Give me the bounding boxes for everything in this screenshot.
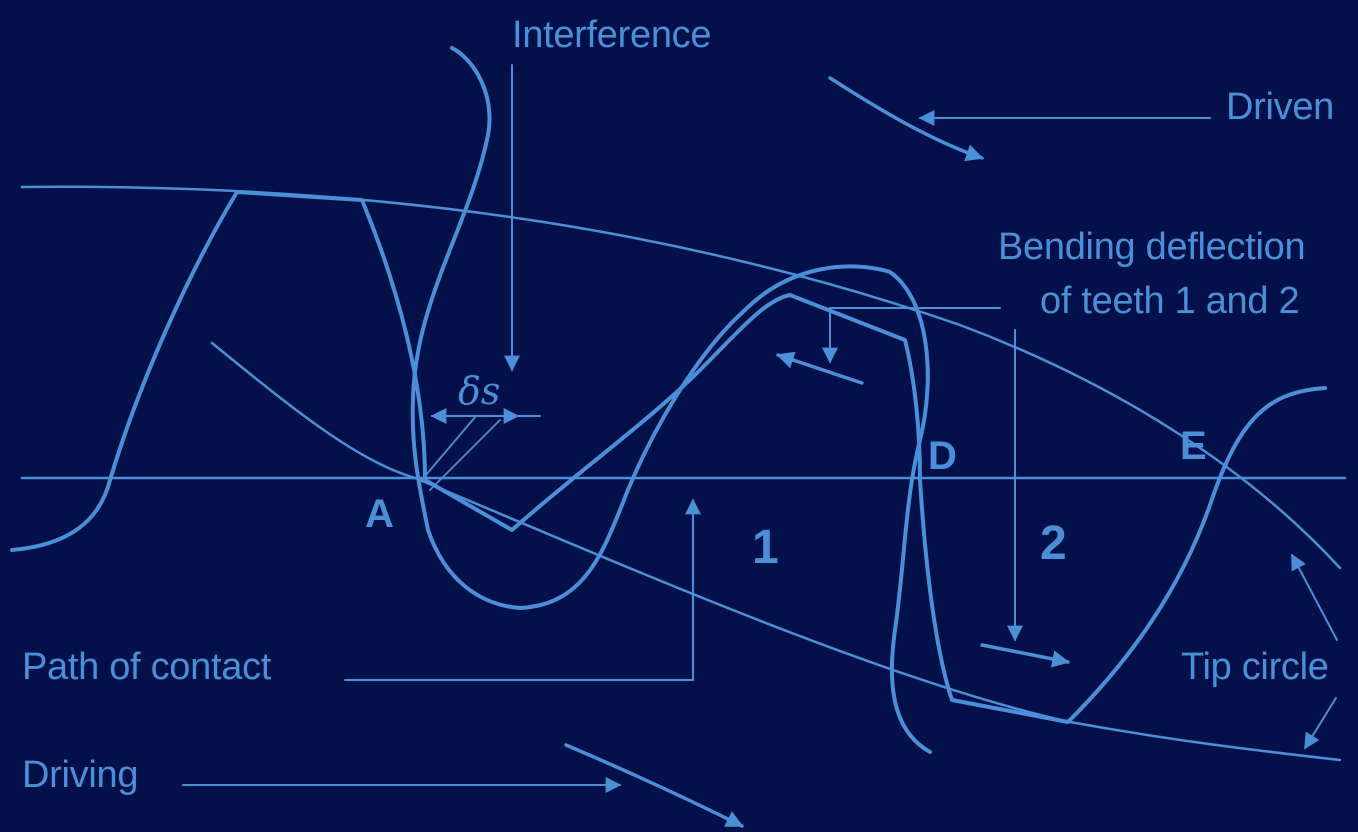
driven-label: Driven: [1226, 86, 1335, 128]
tooth-1-deflection-arrow: [776, 351, 864, 385]
point-e-label: E: [1180, 424, 1207, 468]
delta-s-extension-1: [419, 415, 477, 483]
driving-rotation-arrow: [564, 743, 744, 828]
bending-deflection-label-line1: Bending deflection: [998, 226, 1306, 268]
tip-circle-label: Tip circle: [1181, 646, 1329, 688]
driven-gear-profile: [10, 190, 1327, 724]
driving-gear-profile: [410, 46, 932, 754]
point-a-label: A: [365, 492, 394, 536]
path-of-contact-label: Path of contact: [22, 646, 271, 688]
point-d-label: D: [928, 434, 957, 478]
driving-label: Driving: [22, 754, 139, 796]
driving-tip-circle: [210, 341, 1342, 762]
driven-rotation-arrow: [828, 76, 984, 162]
delta-s-label: δs: [458, 369, 501, 413]
tooth-2-deflection-arrow: [980, 643, 1070, 668]
tooth-1-label: 1: [752, 521, 779, 574]
tooth-2-label: 2: [1040, 517, 1067, 570]
tip-circle-arrow-upper: [1291, 553, 1338, 641]
bending-deflection-label-line2: of teeth 1 and 2: [1040, 280, 1300, 322]
tip-circle-arrow-lower: [1304, 697, 1337, 750]
delta-s-extension-2: [429, 419, 501, 491]
interference-label: Interference: [512, 14, 712, 56]
path-of-contact-pointer: [344, 498, 701, 681]
